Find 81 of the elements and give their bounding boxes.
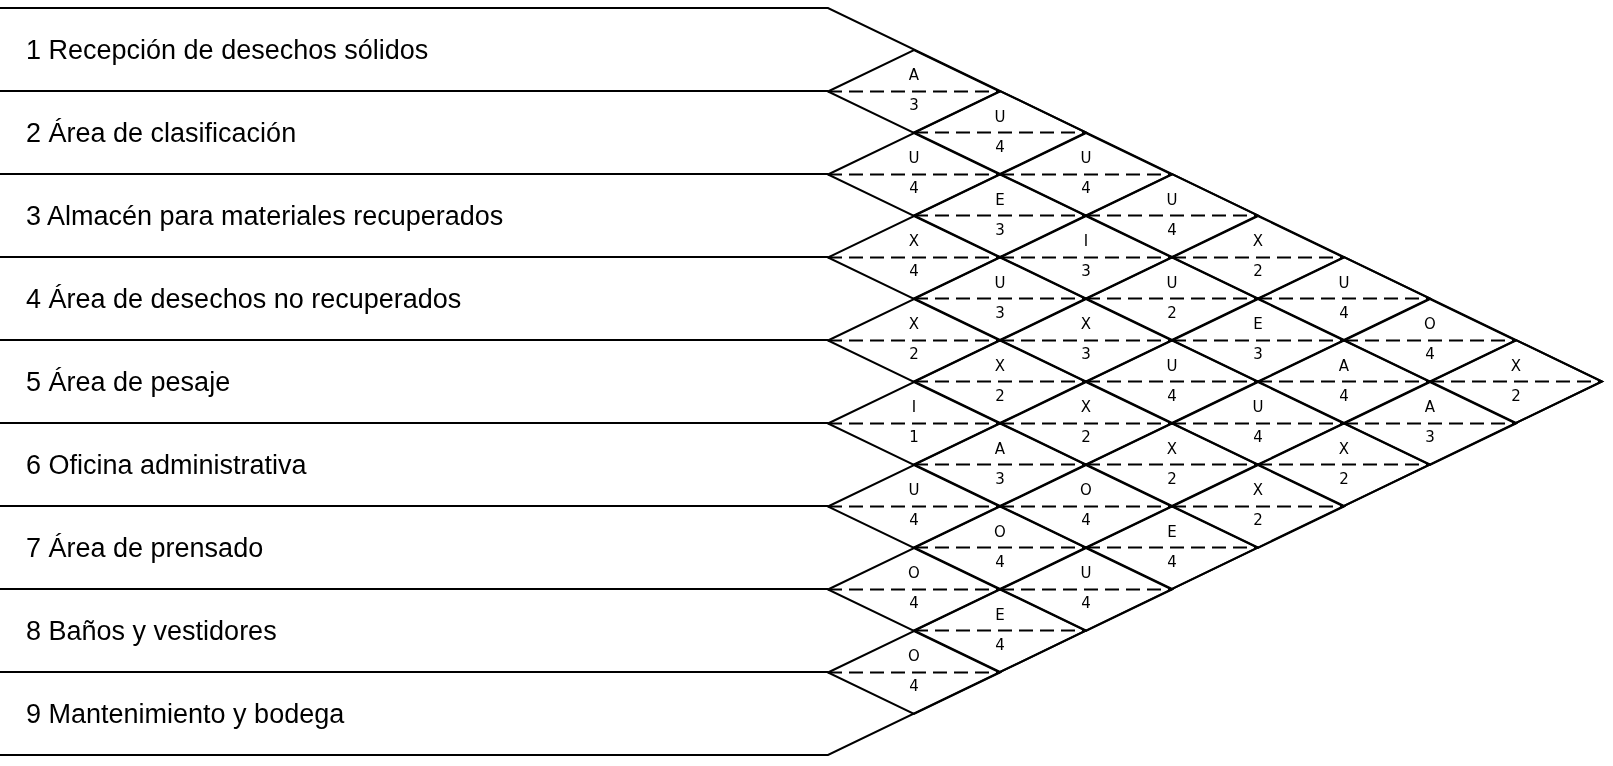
reason-code: 4 xyxy=(909,512,919,529)
closeness-code: E xyxy=(995,191,1005,209)
reason-code: 3 xyxy=(1425,429,1435,446)
reason-code: 2 xyxy=(1167,470,1177,488)
closeness-code: I xyxy=(1083,233,1089,250)
department-label: 6 Oficina administrativa xyxy=(26,449,307,480)
reason-code: 4 xyxy=(995,138,1005,156)
closeness-code: X xyxy=(1080,316,1092,333)
reason-code: 2 xyxy=(909,346,919,363)
reason-code: 2 xyxy=(1081,429,1091,446)
closeness-code: E xyxy=(1253,316,1263,333)
reason-code: 3 xyxy=(995,304,1005,322)
reason-code: 4 xyxy=(1081,595,1091,612)
closeness-code: U xyxy=(908,482,920,499)
closeness-code: X xyxy=(1252,233,1264,250)
closeness-code: U xyxy=(1252,399,1264,416)
closeness-code: E xyxy=(995,606,1005,624)
reason-code: 4 xyxy=(909,595,919,612)
closeness-code: X xyxy=(994,357,1006,375)
closeness-code: O xyxy=(994,523,1006,541)
department-label: 3 Almacén para materiales recuperados xyxy=(26,200,504,231)
reason-code: 3 xyxy=(1081,346,1091,363)
reason-code: 2 xyxy=(1253,263,1263,280)
closeness-code: O xyxy=(908,565,920,582)
reason-code: 3 xyxy=(995,221,1005,239)
closeness-code: O xyxy=(908,648,920,665)
reason-code: 4 xyxy=(1167,221,1177,239)
reason-code: 2 xyxy=(995,387,1005,405)
reason-code: 4 xyxy=(995,553,1005,571)
reason-code: 4 xyxy=(909,180,919,197)
reason-code: 3 xyxy=(1081,263,1091,280)
reason-code: 4 xyxy=(1425,346,1435,363)
closeness-code: X xyxy=(908,233,920,250)
department-label: 1 Recepción de desechos sólidos xyxy=(26,34,429,65)
closeness-code: X xyxy=(1252,482,1264,499)
reason-code: 4 xyxy=(995,636,1005,654)
closeness-code: A xyxy=(1338,357,1350,375)
department-label: 2 Área de clasificación xyxy=(26,117,297,148)
department-label: 8 Baños y vestidores xyxy=(26,615,277,646)
reason-code: 2 xyxy=(1339,470,1349,488)
reason-code: 2 xyxy=(1511,387,1521,405)
department-label: 7 Área de prensado xyxy=(26,532,264,563)
closeness-code: X xyxy=(1080,399,1092,416)
closeness-code: U xyxy=(1080,150,1092,167)
closeness-code: O xyxy=(1080,482,1092,499)
reason-code: 2 xyxy=(1167,304,1177,322)
reason-code: 2 xyxy=(1253,512,1263,529)
reason-code: 4 xyxy=(1167,387,1177,405)
reason-code: 4 xyxy=(1081,180,1091,197)
reason-code: 4 xyxy=(909,263,919,280)
closeness-code: U xyxy=(1166,191,1178,209)
reason-code: 4 xyxy=(1339,304,1349,322)
closeness-code: X xyxy=(1338,440,1350,458)
closeness-code: A xyxy=(1424,399,1436,416)
department-label: 4 Área de desechos no recuperados xyxy=(26,283,462,314)
reason-code: 4 xyxy=(909,678,919,695)
closeness-code: E xyxy=(1167,523,1177,541)
reason-code: 4 xyxy=(1167,553,1177,571)
closeness-code: U xyxy=(1166,274,1178,292)
closeness-code: X xyxy=(908,316,920,333)
closeness-code: U xyxy=(908,150,920,167)
closeness-code: A xyxy=(994,440,1006,458)
closeness-code: U xyxy=(1338,274,1350,292)
department-label: 9 Mantenimiento y bodega xyxy=(26,698,345,729)
reason-code: 3 xyxy=(1253,346,1263,363)
reason-code: 4 xyxy=(1339,387,1349,405)
closeness-code: I xyxy=(911,399,917,416)
closeness-code: X xyxy=(1166,440,1178,458)
reason-code: 1 xyxy=(909,429,919,446)
closeness-code: O xyxy=(1424,316,1436,333)
reason-code: 4 xyxy=(1081,512,1091,529)
reason-code: 3 xyxy=(995,470,1005,488)
closeness-code: U xyxy=(1080,565,1092,582)
closeness-code: U xyxy=(1166,357,1178,375)
closeness-code: U xyxy=(994,274,1006,292)
reason-code: 3 xyxy=(909,97,919,114)
closeness-code: U xyxy=(994,108,1006,126)
reason-code: 4 xyxy=(1253,429,1263,446)
closeness-code: X xyxy=(1510,357,1522,375)
department-label: 5 Área de pesaje xyxy=(26,366,231,397)
closeness-code: A xyxy=(908,67,920,84)
